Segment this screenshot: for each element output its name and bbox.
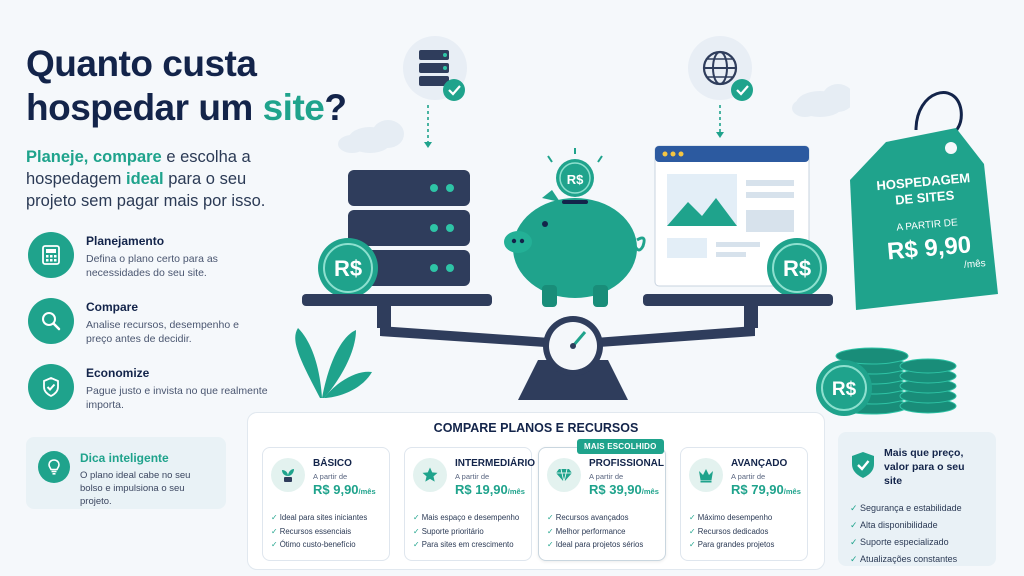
plan-from: A partir de — [313, 472, 348, 481]
coin-label: R$ — [783, 256, 811, 281]
plan-from: A partir de — [731, 472, 766, 481]
subtitle: Planeje, compare e escolha a hospedagem … — [26, 148, 266, 210]
list-item: Suporte prioritário — [413, 525, 523, 539]
coin-stack: R$ — [816, 347, 957, 416]
plan-card-advanced[interactable]: AVANÇADO A partir de R$ 79,90/mês Máximo… — [680, 447, 808, 561]
plan-name: BÁSICO — [313, 458, 352, 469]
list-item: Para sites em crescimento — [413, 538, 523, 552]
most-chosen-badge: MAIS ESCOLHIDO — [577, 439, 664, 454]
server-check-badge — [403, 36, 467, 148]
feature-desc: Analise recursos, desempenho e preço ant… — [86, 319, 239, 345]
feature-desc: Defina o plano certo para as necessidade… — [86, 253, 218, 279]
value-title: Mais que preço,valor para o seu site — [884, 447, 965, 487]
piggy-bank: R$ — [504, 148, 646, 307]
list-item: Ideal para sites iniciantes — [271, 511, 381, 525]
plan-name: INTERMEDIÁRIO — [455, 458, 535, 469]
plan-name: PROFISSIONAL — [589, 458, 665, 469]
list-item: Alta disponibilidade — [850, 517, 984, 534]
list-item: Mais espaço e desempenho — [413, 511, 523, 525]
list-item: Ideal para projetos sérios — [547, 538, 657, 552]
title-line-2: hospedar um site? — [26, 87, 347, 128]
star-icon — [413, 458, 447, 492]
coin-label: R$ — [334, 256, 362, 281]
list-item: Recursos avançados — [547, 511, 657, 525]
plan-card-professional[interactable]: MAIS ESCOLHIDO PROFISSIONAL A partir de … — [538, 439, 666, 561]
shield-check-icon — [850, 451, 876, 484]
coin-right: R$ — [767, 238, 827, 298]
cloud-icon — [338, 84, 850, 153]
page-title: Quanto custa hospedar um site? — [26, 42, 347, 130]
coin-label: R$ — [567, 172, 584, 187]
feature-title: Planejamento — [86, 234, 165, 248]
plan-from: A partir de — [589, 472, 624, 481]
server-stack — [348, 170, 470, 286]
balance-scale — [302, 294, 833, 400]
feature-title: Economize — [86, 366, 150, 380]
list-item: Ótimo custo-benefício — [271, 538, 381, 552]
plans-comparison: COMPARE PLANOS E RECURSOS BÁSICO A parti… — [247, 412, 825, 570]
plan-card-basic[interactable]: BÁSICO A partir de R$ 9,90/mês Ideal par… — [262, 447, 390, 561]
diamond-icon — [547, 458, 581, 492]
title-line-1: Quanto custa — [26, 43, 257, 84]
feature-title: Compare — [86, 300, 139, 314]
list-item: Recursos essenciais — [271, 525, 381, 539]
shield-check-icon — [28, 364, 74, 410]
balance-illustration: R$ R$ R$ — [295, 36, 850, 400]
plan-features: Recursos avançados Melhor performance Id… — [547, 511, 657, 552]
list-item: Para grandes projetos — [689, 538, 799, 552]
list-item: Suporte especializado — [850, 534, 984, 551]
plan-price: R$ 79,90/mês — [731, 482, 801, 497]
list-item: Melhor performance — [547, 525, 657, 539]
price-tag: HOSPEDAGEM DE SITES A PARTIR DE R$ 9,90 … — [846, 80, 1016, 310]
tip-desc: O plano ideal cabe no seu bolso e impuls… — [80, 470, 191, 507]
plan-price: R$ 9,90/mês — [313, 482, 376, 497]
plan-features: Ideal para sites iniciantes Recursos ess… — [271, 511, 381, 552]
plant-decoration — [295, 328, 372, 398]
lightbulb-icon — [38, 451, 70, 483]
browser-window — [654, 145, 810, 287]
crown-icon — [689, 458, 723, 492]
tip-title: Dica inteligente — [80, 451, 169, 465]
list-item: Recursos dedicados — [689, 525, 799, 539]
magnifier-icon — [28, 298, 74, 344]
calculator-icon — [28, 232, 74, 278]
smart-tip: Dica inteligente O plano ideal cabe no se… — [26, 437, 226, 509]
coin-left: R$ — [318, 238, 378, 298]
plan-price: R$ 39,90/mês — [589, 482, 659, 497]
plan-card-intermediate[interactable]: INTERMEDIÁRIO A partir de R$ 19,90/mês M… — [404, 447, 535, 561]
plant-icon — [271, 458, 305, 492]
plan-price: R$ 19,90/mês — [455, 482, 525, 497]
feature-desc: Pague justo e invista no que realmente i… — [86, 385, 268, 411]
coin-label: R$ — [832, 379, 857, 400]
value-list: Segurança e estabilidade Alta disponibil… — [850, 500, 984, 568]
list-item: Atualizações constantes — [850, 551, 984, 568]
list-item: Máximo desempenho — [689, 511, 799, 525]
plan-from: A partir de — [455, 472, 490, 481]
plan-name: AVANÇADO — [731, 458, 788, 469]
globe-check-badge — [688, 36, 753, 138]
plans-title: COMPARE PLANOS E RECURSOS — [433, 421, 639, 435]
plan-features: Mais espaço e desempenho Suporte priorit… — [413, 511, 523, 552]
list-item: Segurança e estabilidade — [850, 500, 984, 517]
plan-features: Máximo desempenho Recursos dedicados Par… — [689, 511, 799, 552]
value-box: Mais que preço,valor para o seu site Seg… — [838, 432, 996, 566]
